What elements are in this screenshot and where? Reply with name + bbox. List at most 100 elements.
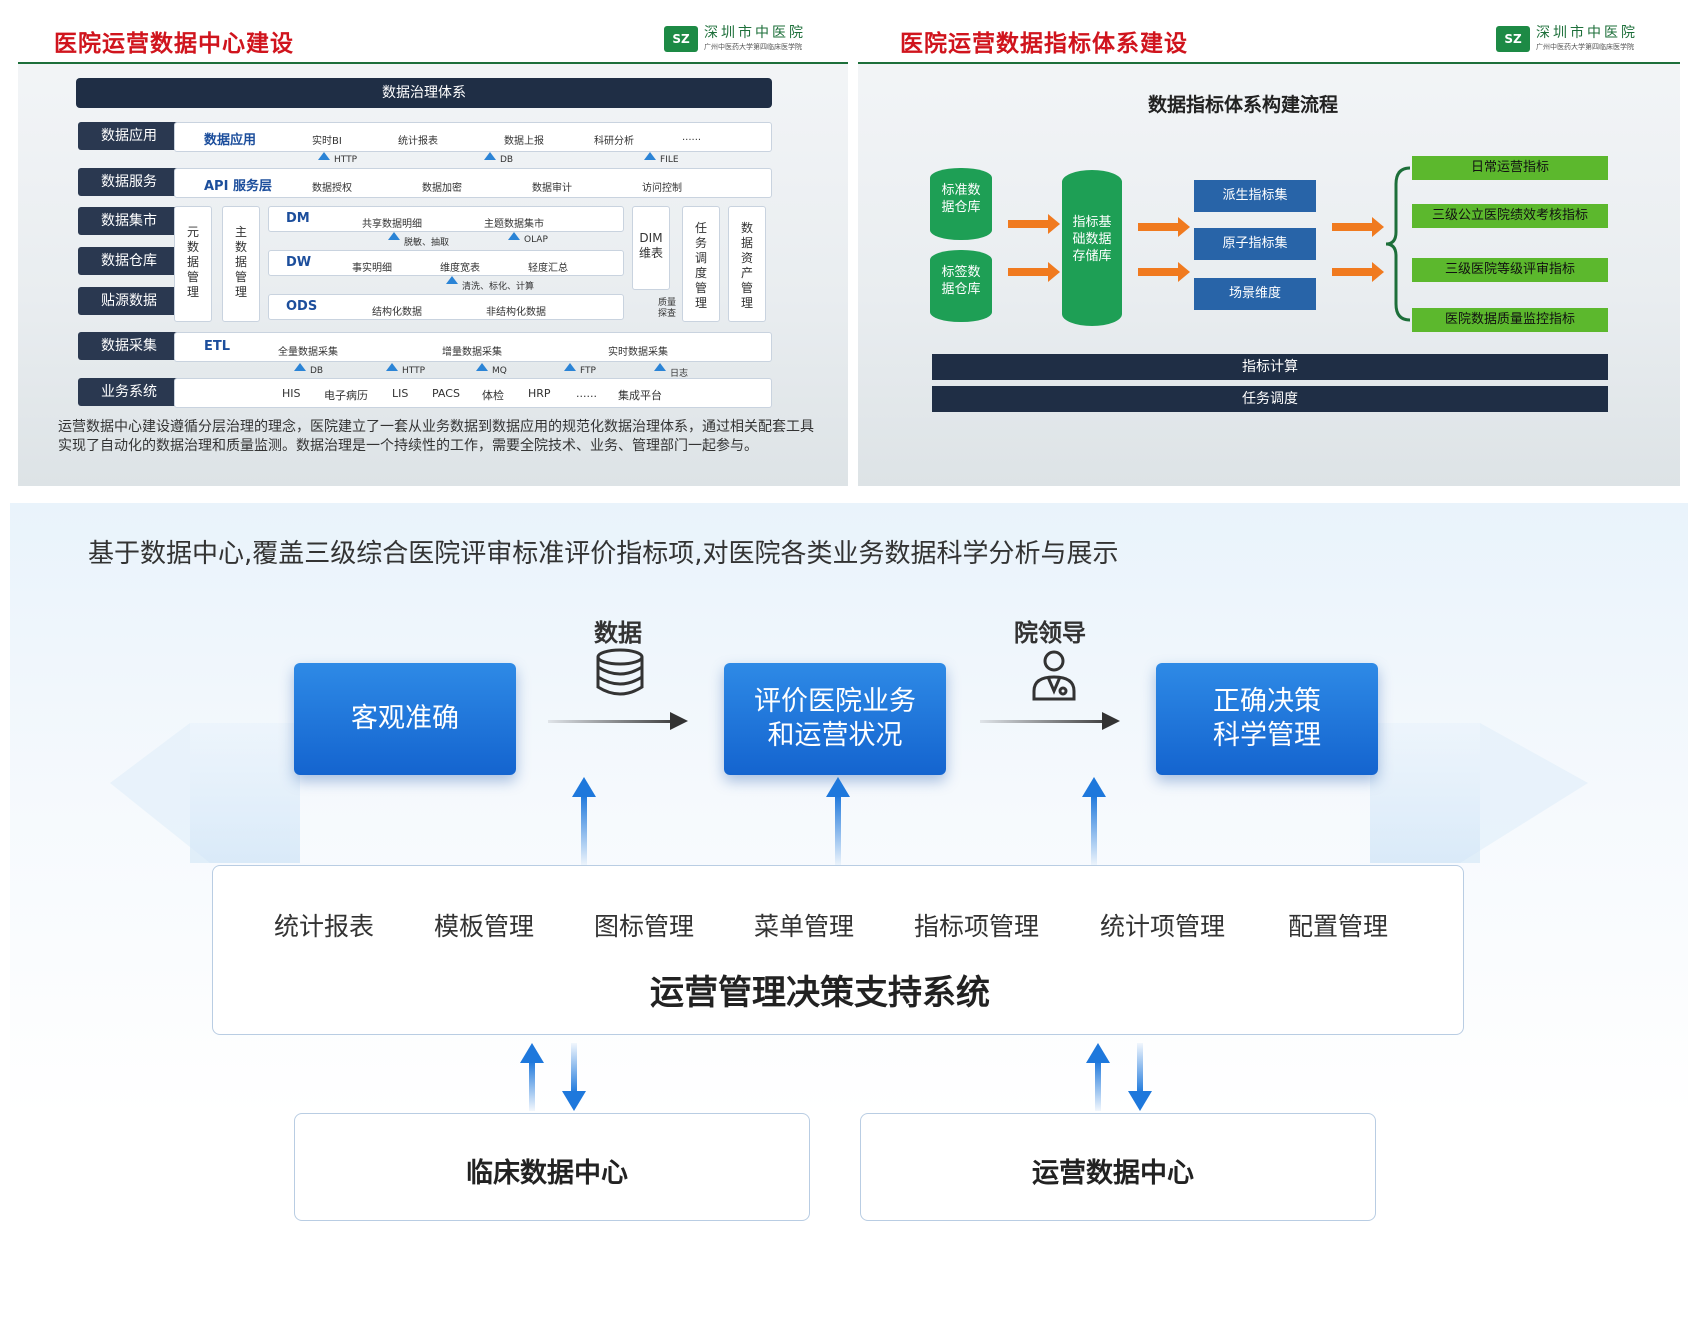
arrow-label-data: 数据 (594, 619, 642, 647)
biz-item: ...... (576, 387, 597, 400)
dw-item: 维度宽表 (440, 263, 480, 274)
dm-head: DM (286, 211, 310, 226)
dm-row (268, 206, 624, 232)
indicator-set-box: 场景维度 (1194, 278, 1316, 310)
up-arrow-icon (386, 363, 398, 371)
background-glow (110, 723, 1588, 863)
up-arrow-icon (476, 363, 488, 371)
dim-box: DIM维表 (632, 206, 670, 290)
up-arrow-icon (564, 363, 576, 371)
module-item: 指标项管理 (914, 912, 1040, 941)
module-item: 统计报表 (274, 912, 375, 941)
ods-item: 非结构化数据 (486, 307, 546, 318)
dw-row (268, 250, 624, 276)
slide-data-center: 医院运营数据中心建设 SZ 深圳市中医院 广州中医药大学第四临床医学院 数据治理… (18, 14, 848, 486)
service-row (174, 168, 772, 198)
quality-check-label: 质量探查 (658, 298, 677, 319)
orange-arrow-icon (1138, 262, 1190, 282)
app-row-head: 数据应用 (204, 133, 257, 148)
logo-subtitle: 广州中医药大学第四临床医学院 (704, 43, 802, 51)
down-arrow-icon (1128, 1043, 1152, 1111)
business-row (174, 378, 772, 408)
metadata-mgmt-box: 元数据管理 (174, 206, 212, 322)
dm-item: 共享数据明细 (362, 219, 422, 230)
layer-label: 数据服务 (78, 168, 180, 196)
indicator-set-box: 派生指标集 (1194, 180, 1316, 212)
slide-header (18, 14, 848, 64)
hospital-logo: SZ 深圳市中医院 广州中医药大学第四临床医学院 (1496, 22, 1666, 56)
slide-title: 医院运营数据中心建设 (54, 31, 294, 57)
up-arrow-icon (520, 1043, 544, 1111)
up-arrow-icon (388, 232, 400, 240)
calc-bar: 指标计算 (932, 354, 1608, 380)
service-item: 数据审计 (532, 183, 572, 194)
brace-icon (1385, 166, 1411, 322)
biz-item: 电子病历 (324, 389, 368, 402)
arrow-label: 脱敏、抽取 (404, 238, 450, 248)
operation-data-center (860, 1113, 1376, 1221)
task-schedule-box: 任务调度管理 (682, 206, 720, 322)
indicator-base-store: 指标基础数据存储库 (1062, 170, 1122, 326)
system-title: 运营管理决策支持系统 (650, 973, 990, 1013)
arrow-label: HTTP (402, 366, 426, 376)
ods-head: ODS (286, 299, 318, 314)
logo-mark-icon: SZ (664, 26, 698, 52)
etl-item: 全量数据采集 (278, 347, 338, 358)
service-item: 数据授权 (312, 183, 352, 194)
app-item: 实时BI (312, 136, 342, 147)
dw-item: 轻度汇总 (528, 263, 568, 274)
database-icon (596, 648, 644, 696)
doctor-icon (1032, 650, 1076, 701)
flow-arrow (548, 712, 688, 730)
layer-label: 数据采集 (78, 332, 180, 360)
biz-item: LIS (392, 387, 409, 400)
clinical-data-center-label: 临床数据中心 (466, 1158, 628, 1189)
orange-arrow-icon (1332, 262, 1384, 282)
slide-indicator-system: 医院运营数据指标体系建设 SZ 深圳市中医院 广州中医药大学第四临床医学院 数据… (858, 14, 1680, 486)
arrow-label: FILE (660, 155, 679, 165)
app-row (174, 122, 772, 152)
decision-support-section: 基于数据中心,覆盖三级综合医院评审标准评价指标项,对医院各类业务数据科学分析与展… (10, 503, 1688, 1321)
module-item: 模板管理 (434, 912, 535, 941)
down-arrow-icon (562, 1043, 586, 1111)
arrow-label: DB (500, 155, 514, 165)
flow-box-decision: 正确决策 科学管理 (1156, 663, 1378, 775)
app-item: ...... (682, 132, 702, 143)
logo-name: 深圳市中医院 (704, 25, 806, 41)
orange-arrow-icon (1008, 262, 1060, 282)
arrow-label: FTP (580, 366, 596, 376)
module-item: 菜单管理 (754, 912, 855, 941)
layer-label: 贴源数据 (78, 287, 180, 315)
service-item: 访问控制 (642, 183, 682, 194)
app-item: 数据上报 (504, 136, 544, 147)
biz-item: 体检 (482, 389, 504, 402)
masterdata-mgmt-box: 主数据管理 (222, 206, 260, 322)
dm-item: 主题数据集市 (484, 219, 544, 230)
module-item: 统计项管理 (1100, 912, 1226, 941)
up-arrow-icon (508, 232, 520, 240)
arrow-label: OLAP (524, 235, 548, 245)
up-arrow-icon (1086, 1043, 1110, 1111)
ods-item: 结构化数据 (372, 307, 422, 318)
arrow-label: MQ (492, 366, 507, 376)
app-item: 科研分析 (594, 136, 634, 147)
output-indicator: 三级公立医院绩效考核指标 (1412, 204, 1608, 228)
etl-item: 实时数据采集 (608, 347, 668, 358)
slide-header (858, 14, 1680, 64)
indicator-set-box: 原子指标集 (1194, 228, 1316, 260)
layer-label: 数据应用 (78, 122, 180, 150)
logo-subtitle: 广州中医药大学第四临床医学院 (1536, 43, 1634, 51)
flow-box-objective: 客观准确 (294, 663, 516, 775)
asset-mgmt-box: 数据资产管理 (728, 206, 766, 322)
governance-bar: 数据治理体系 (76, 78, 772, 108)
logo-name: 深圳市中医院 (1536, 25, 1638, 41)
output-indicator: 医院数据质量监控指标 (1412, 308, 1608, 332)
module-item: 配置管理 (1288, 912, 1389, 941)
orange-arrow-icon (1332, 217, 1384, 237)
up-arrow-icon (572, 777, 596, 865)
up-arrow-icon (1082, 777, 1106, 865)
ods-row (268, 294, 624, 320)
dw-head: DW (286, 255, 312, 270)
layer-label: 数据集市 (78, 207, 180, 235)
up-arrow-icon (484, 152, 496, 160)
